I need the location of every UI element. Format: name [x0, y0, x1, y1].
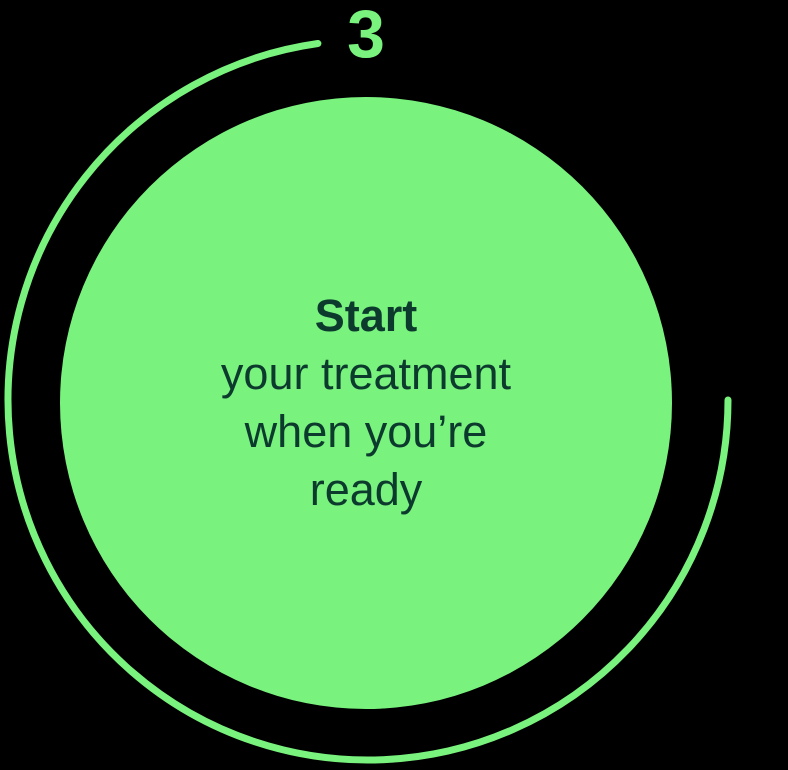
step-line-2: when you’re [244, 406, 488, 457]
step-circle: Start your treatment when you’re ready [60, 97, 672, 709]
step-line-1: your treatment [220, 348, 512, 399]
step-number: 3 [347, 0, 385, 72]
progress-arc-path [4, 40, 732, 764]
step-line-3: ready [309, 464, 423, 515]
step-heading: Start [314, 290, 418, 341]
